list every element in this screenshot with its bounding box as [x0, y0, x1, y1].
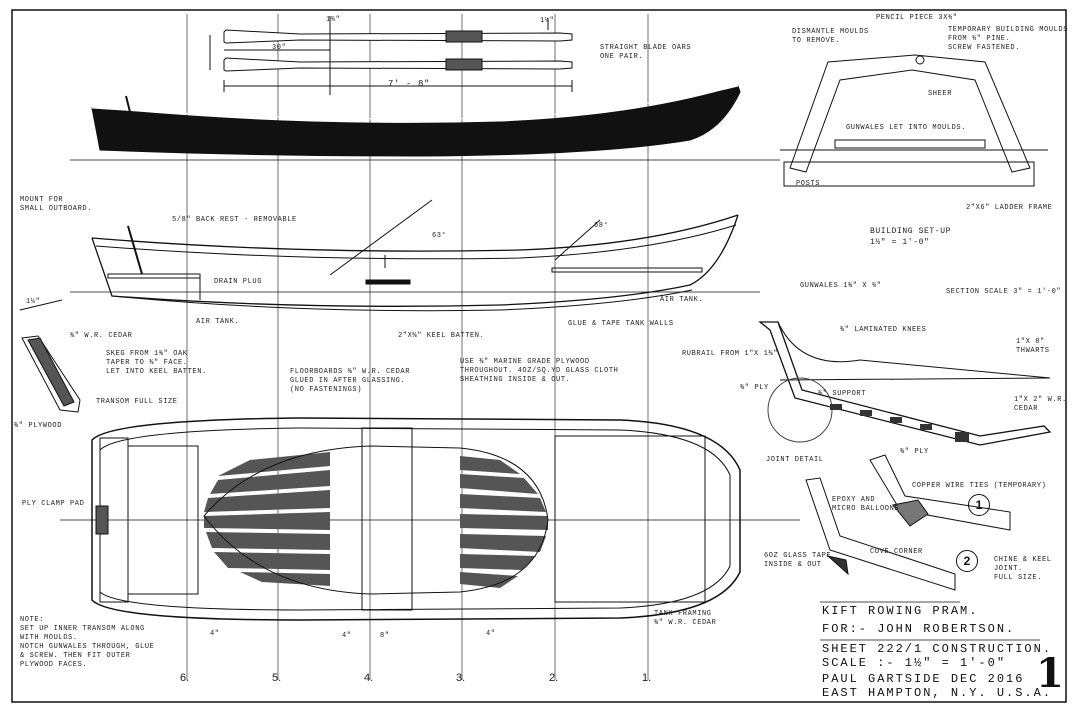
- profile-view: [70, 85, 780, 161]
- air-tank-aft-label: Air tank.: [196, 318, 240, 326]
- glass-tape-label: 6oz glass tape inside & out: [764, 552, 832, 569]
- temp-moulds-label: Temporary building moulds from ¾" pine. …: [948, 26, 1069, 52]
- sheet-number: 1: [1036, 650, 1064, 697]
- title-location: East Hampton, N.Y. U.S.A.: [822, 686, 1053, 700]
- detail-marker-2: 2: [956, 550, 978, 572]
- cove-corner-label: Cove corner: [870, 548, 923, 556]
- angle-fwd-label: 68°: [594, 222, 609, 230]
- tank-framing-label: Tank framing ⅜" W.R. cedar: [654, 610, 717, 627]
- air-tank-fwd-label: Air tank.: [660, 296, 704, 304]
- section-view: [758, 321, 1052, 446]
- title-for: For:- John Robertson.: [822, 622, 1016, 636]
- pencil-piece-label: Pencil piece 3x¾": [876, 14, 958, 22]
- construction-note: Note: Set up inner transom along with mo…: [20, 616, 155, 669]
- rubrail-label: Rubrail from 1"x 1⅜": [682, 350, 779, 358]
- section-scale-label: Section scale 3" = 1'-0": [946, 288, 1062, 296]
- epoxy-label: Epoxy and micro balloons: [832, 496, 900, 513]
- floorboards-hatch: [204, 452, 548, 588]
- drain-plug-label: Drain plug: [214, 278, 263, 286]
- title-block-lines: [820, 601, 1040, 641]
- plywood-label: Use ⅜" marine grade plywood throughout. …: [460, 358, 619, 384]
- floorboards-label: Floorboards ⅜" W.R. cedar glued in after…: [290, 368, 411, 394]
- transom-detail: [19, 299, 81, 413]
- keel-batten-label: 2"x⅝" Keel batten.: [398, 332, 485, 340]
- oars-dim-right: 1¼": [540, 17, 555, 25]
- tank-walls-label: Glue & tape tank walls: [568, 320, 674, 328]
- oars-dim-top: 1¾": [326, 16, 341, 24]
- dim-8: 8": [380, 632, 390, 640]
- transom-ply-label: ⅜" Plywood: [14, 422, 63, 430]
- chine-joint-label: Chine & keel joint. Full size.: [994, 556, 1052, 582]
- ply-38-label: ⅜" ply: [900, 448, 929, 456]
- skeg-label: Skeg from 1⅜" oak taper to ⅜" face. Let …: [106, 350, 207, 376]
- mount-outboard-label: Mount for small outboard.: [20, 196, 93, 213]
- title-scale: Scale :- 1½" = 1'-0": [822, 656, 1007, 670]
- copper-ties-label: Copper wire ties (temporary): [912, 482, 1047, 490]
- angle-aft-label: 63°: [432, 232, 447, 240]
- station-label: 1.: [642, 672, 652, 684]
- plan-view: [60, 417, 800, 621]
- station-label: 2.: [549, 672, 559, 684]
- posts-label: Posts: [796, 180, 821, 188]
- ply-clamp-label: Ply clamp pad: [22, 500, 85, 508]
- station-label: 4.: [364, 672, 374, 684]
- ply-label-left: ⅜" ply: [740, 384, 769, 392]
- laminated-knees-label: ⅜" laminated knees: [840, 326, 927, 334]
- title-designer: Paul Gartside Dec 2016: [822, 672, 1025, 686]
- station-label: 3.: [456, 672, 466, 684]
- dim-4c: 4": [486, 630, 496, 638]
- inboard-profile: [70, 199, 760, 312]
- ladder-frame-label: 2"x6" ladder frame: [966, 204, 1053, 212]
- dismantle-label: Dismantle moulds to remove.: [792, 28, 869, 45]
- detail-marker-1: 1: [968, 494, 990, 516]
- oars-dim-left: 30": [272, 44, 287, 52]
- dim-4b: 4": [342, 632, 352, 640]
- station-lines: [186, 14, 649, 680]
- wr-cedar-label: 1"x 2" W.R. Cedar: [1014, 396, 1067, 413]
- oars-note: Straight blade oars one pair.: [600, 44, 692, 61]
- transom-full-label: Transom full size: [96, 398, 178, 406]
- joint-detail-label: Joint detail: [766, 456, 824, 464]
- joint-details: [805, 454, 1011, 591]
- building-setup: [780, 54, 1048, 187]
- support-label: ⅜" Support: [818, 390, 867, 398]
- title-sheet: Sheet 222/1 Construction.: [822, 642, 1053, 656]
- title-name: Kift Rowing Pram.: [822, 604, 979, 618]
- back-rest-label: 5/8" back rest - removable: [172, 216, 297, 224]
- transom-dim-label: 1¼": [26, 298, 41, 306]
- oars-length: 7' - 8": [388, 79, 431, 89]
- building-setup-label: Building set-up 1½" = 1'-0": [870, 227, 952, 247]
- oar-drawing: [209, 16, 573, 95]
- station-label: 5.: [272, 672, 282, 684]
- drawing-border: [11, 9, 1067, 703]
- dim-4a: 4": [210, 630, 220, 638]
- transom-cedar-label: ⅜" W.R. Cedar: [70, 332, 133, 340]
- thwarts-label: 1"x 8" thwarts: [1016, 338, 1050, 355]
- gunwales-let-label: Gunwales let into moulds.: [846, 124, 967, 132]
- gunwales-size-label: Gunwales 1⅜" x ¾": [800, 282, 882, 290]
- station-label: 6.: [180, 672, 190, 684]
- sheer-label: Sheer: [928, 90, 953, 98]
